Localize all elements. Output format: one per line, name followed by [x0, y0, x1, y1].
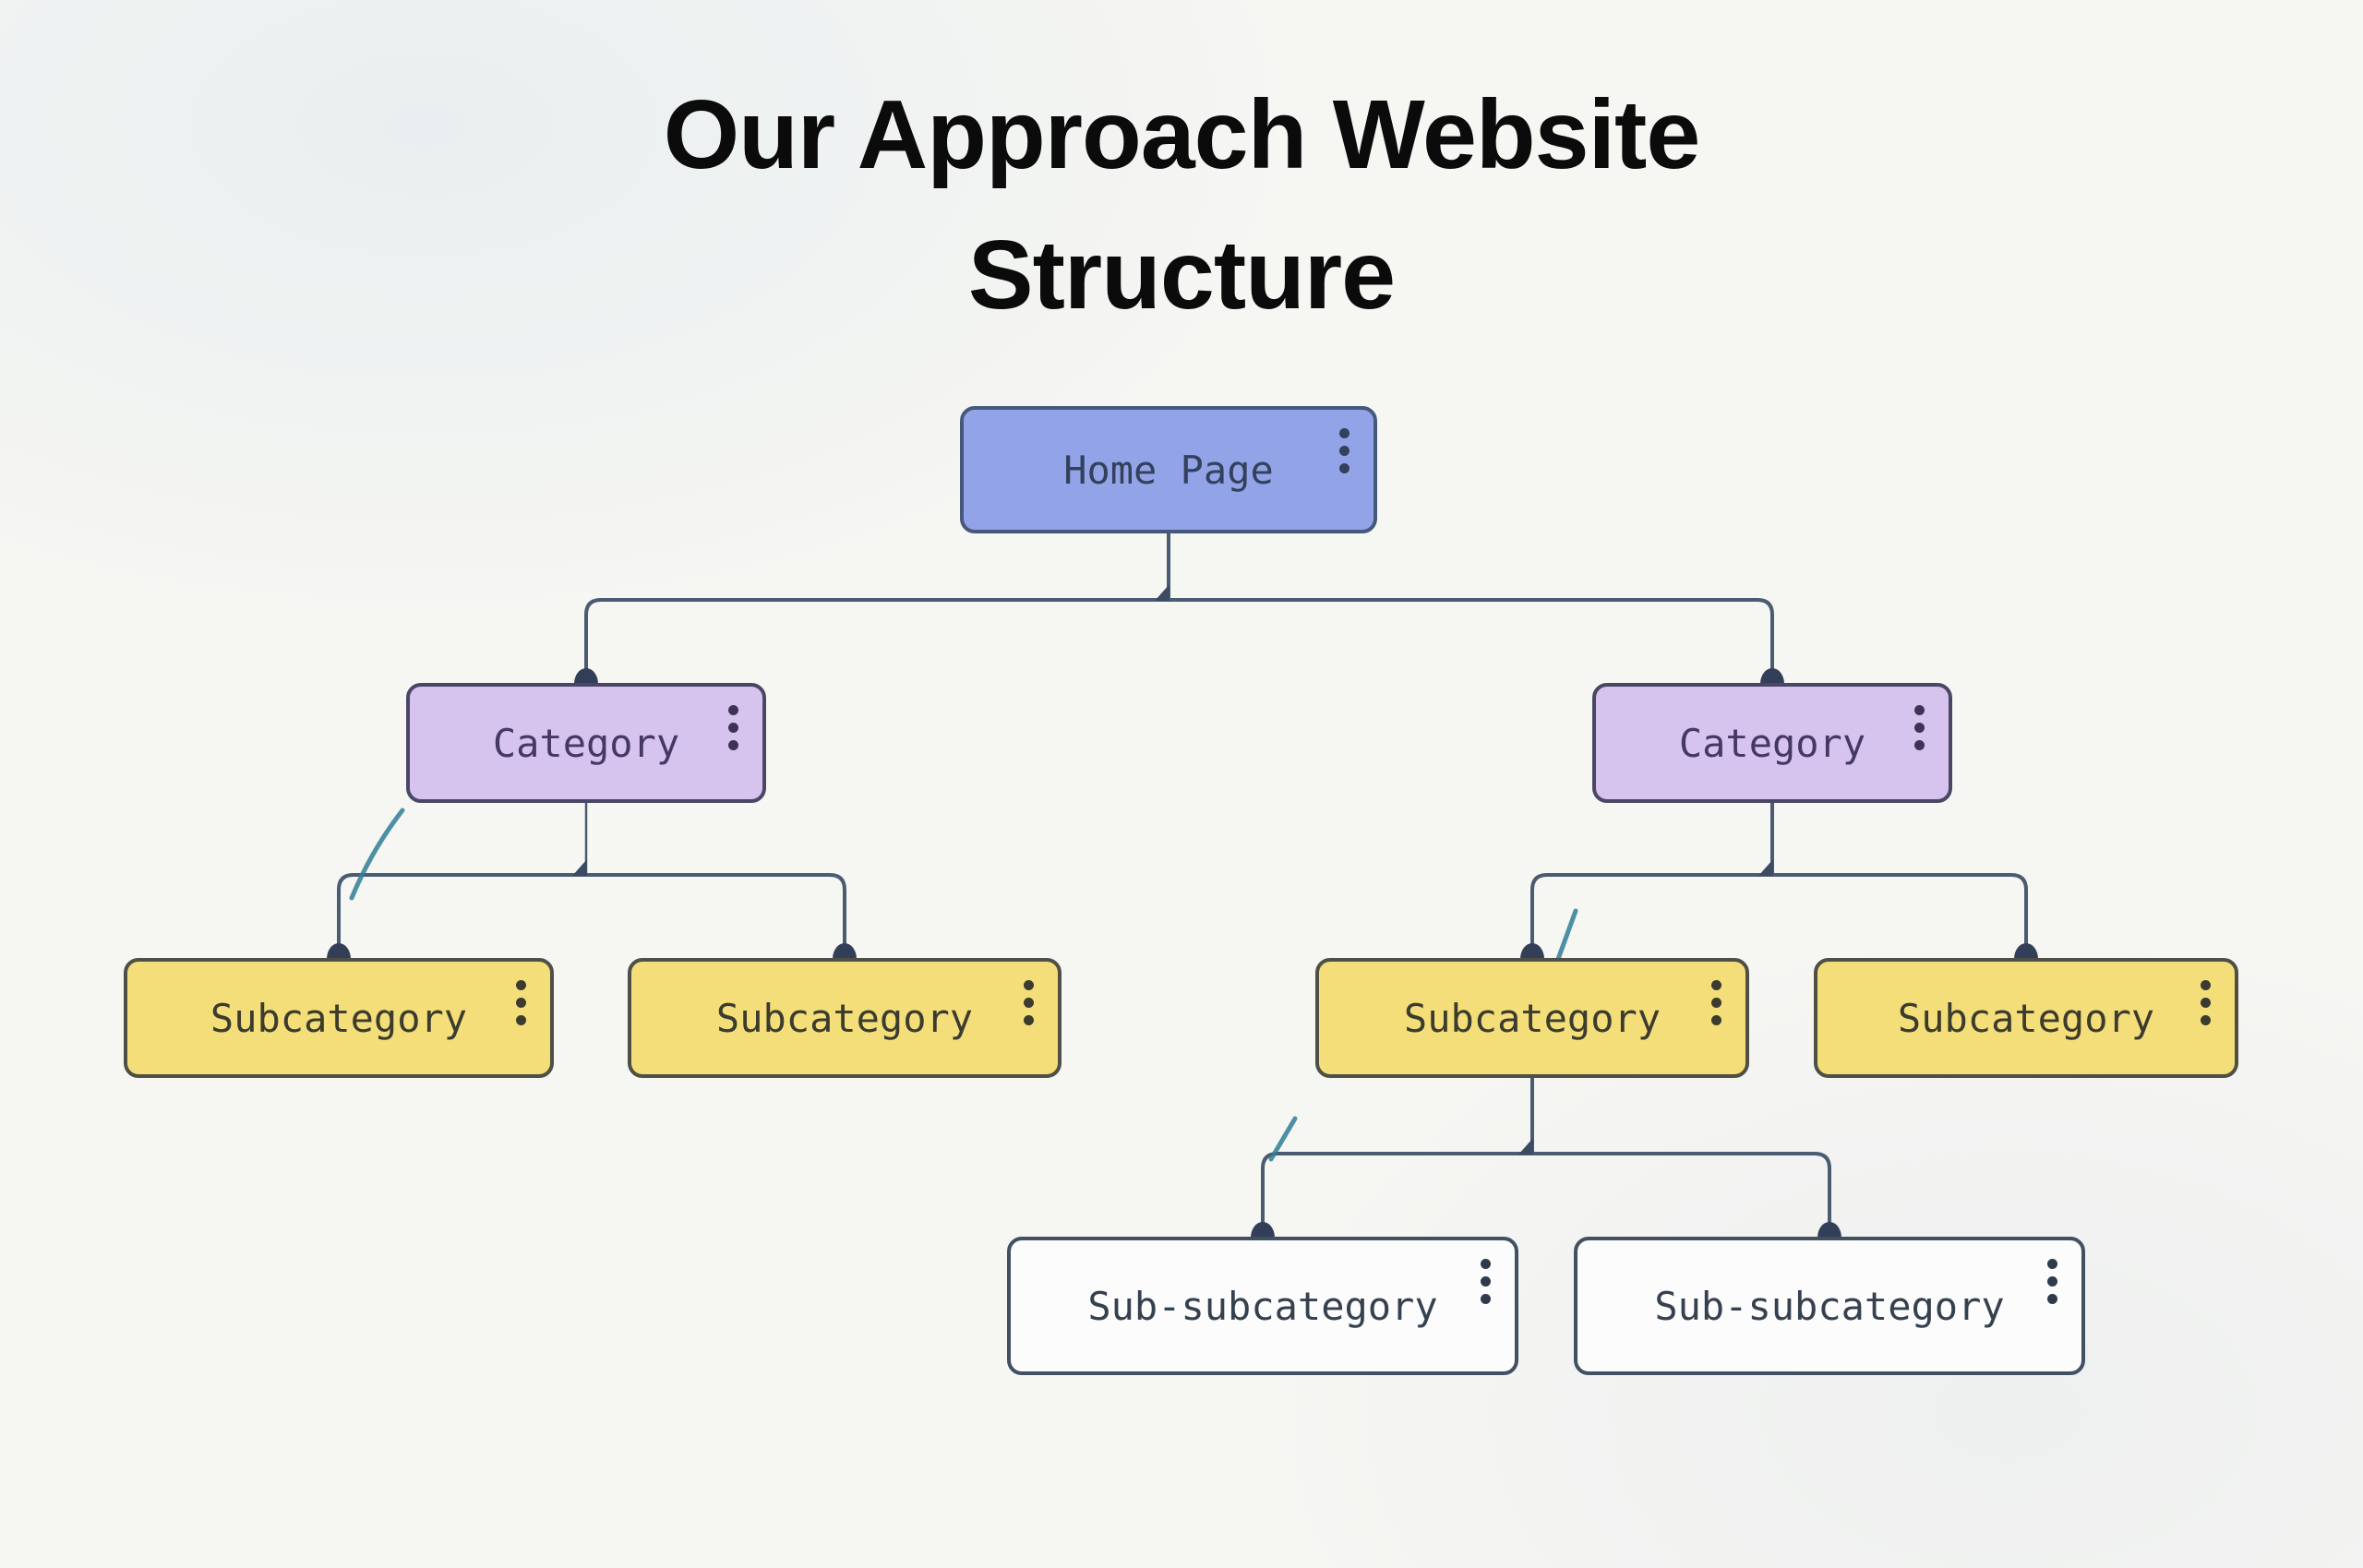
node-label: Category [1678, 720, 1866, 766]
page-title-line-2: Structure [967, 221, 1396, 329]
kebab-menu-icon[interactable] [516, 980, 526, 1025]
node-label: Subcategory [715, 995, 974, 1041]
page-title: Our Approach Website Structure [0, 65, 2363, 345]
node-label: Subcategory [1403, 995, 1661, 1041]
kebab-menu-icon[interactable] [1481, 1259, 1491, 1304]
node-label: Subcategory [210, 995, 468, 1041]
node-home-page[interactable]: Home Page [960, 406, 1377, 533]
node-category-right[interactable]: Category [1592, 683, 1952, 803]
kebab-menu-icon[interactable] [1914, 705, 1925, 750]
pen-stroke [349, 808, 405, 901]
node-label: Subcategory [1897, 995, 2155, 1041]
node-sub-subcategory-1[interactable]: Sub-subcategory [1007, 1237, 1518, 1375]
node-category-left[interactable]: Category [406, 683, 766, 803]
kebab-menu-icon[interactable] [728, 705, 738, 750]
node-sub-subcategory-2[interactable]: Sub-subcategory [1574, 1237, 2085, 1375]
kebab-menu-icon[interactable] [1024, 980, 1034, 1025]
node-label: Sub-subcategory [1087, 1283, 1438, 1329]
node-subcategory-2[interactable]: Subcategory [628, 958, 1062, 1078]
page-title-line-1: Our Approach Website [663, 80, 1701, 189]
node-label: Home Page [1063, 447, 1274, 493]
kebab-menu-icon[interactable] [2047, 1259, 2057, 1304]
kebab-menu-icon[interactable] [2201, 980, 2211, 1025]
node-subcategory-4[interactable]: Subcategory [1814, 958, 2238, 1078]
kebab-menu-icon[interactable] [1711, 980, 1721, 1025]
kebab-menu-icon[interactable] [1339, 428, 1349, 473]
node-label: Category [492, 720, 680, 766]
pen-stroke [1268, 1116, 1298, 1162]
node-label: Sub-subcategory [1654, 1283, 2005, 1329]
node-subcategory-3[interactable]: Subcategory [1315, 958, 1749, 1078]
node-subcategory-1[interactable]: Subcategory [124, 958, 554, 1078]
